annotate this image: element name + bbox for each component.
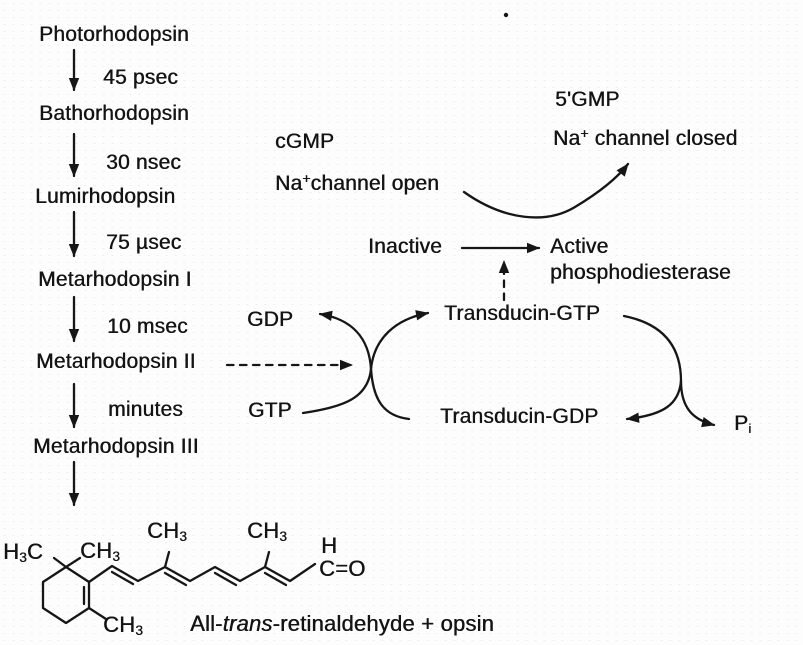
na-channel-open-label: Na+channel open [275,170,440,195]
ch3-ring-bottom-label: CH3 [103,612,143,638]
phosphodiesterase-label: phosphodiesterase [550,261,731,284]
chain-double-bond-2 [163,571,188,587]
pi-label: Pi [734,412,752,436]
chain-double-bond-3 [213,571,238,587]
gtp-label: GTP [248,399,292,422]
aldehyde-co-label: C=O [319,556,366,581]
step-metarhodopsin-1: Metarhodopsin I [38,268,192,291]
i-subscript: i [748,420,752,436]
time-30-nsec: 30 nsec [106,151,181,174]
step-metarhodopsin-3: Metarhodopsin III [33,435,199,458]
step-metarhodopsin-2: Metarhodopsin II [36,350,196,373]
retinal-skeleton [41,550,317,625]
time-minutes: minutes [108,398,183,421]
gtp-to-transducin-gtp-curve [301,310,430,415]
plus-superscript: + [580,125,589,141]
hydrolysis-to-transducin-gdp-curve [625,379,683,423]
step-bathorhodopsin: Bathorhodopsin [39,102,189,125]
time-45-psec: 45 psec [103,66,178,89]
gem-methyl-bond-right [64,556,82,569]
aldehyde-h-label: H [321,533,338,558]
gmp5-label: 5'GMP [555,88,620,111]
na-channel-closed-label: Na+ channel closed [553,125,738,150]
step-photorhodopsin: Photorhodopsin [39,23,189,46]
ch3-chain-1-label: CH3 [147,518,187,544]
chain-double-bond-4 [263,571,288,587]
cgmp-to-5gmp-arrow [462,162,630,219]
h3c-label: H3C [3,539,43,565]
transducin-gtp-to-pi-curve [622,314,716,428]
cgmp-label: cGMP [275,130,335,153]
active-label: Active [550,235,609,258]
transducin-gdp-to-gdp-curve [318,310,411,421]
transducin-gdp-label: Transducin-GDP [440,405,599,428]
gem-methyl-bond-left [52,556,68,569]
chain-methyl-stub-2 [263,550,271,569]
chain-double-bond-1 [110,570,135,586]
scan-speck [503,12,509,18]
plus-superscript: + [302,170,311,186]
transducin-gtp-label: Transducin-GTP [444,302,601,325]
ch3-chain-2-label: CH3 [247,518,287,544]
inactive-label: Inactive [368,235,442,258]
step-lumirhodopsin: Lumirhodopsin [35,185,176,208]
time-10-msec: 10 msec [107,315,188,338]
gdp-label: GDP [247,308,294,331]
cyclohexene-ring [41,565,91,625]
polyene-chain [87,562,317,584]
ch3-ring-top-label: CH3 [80,538,120,564]
ring-methyl-bond [87,606,108,621]
time-75-usec: 75 µsec [106,231,182,254]
chain-methyl-stub-1 [163,550,171,569]
structure-caption: All-trans-retinaldehyde + opsin [190,611,494,636]
trans-italic: trans [222,611,273,636]
